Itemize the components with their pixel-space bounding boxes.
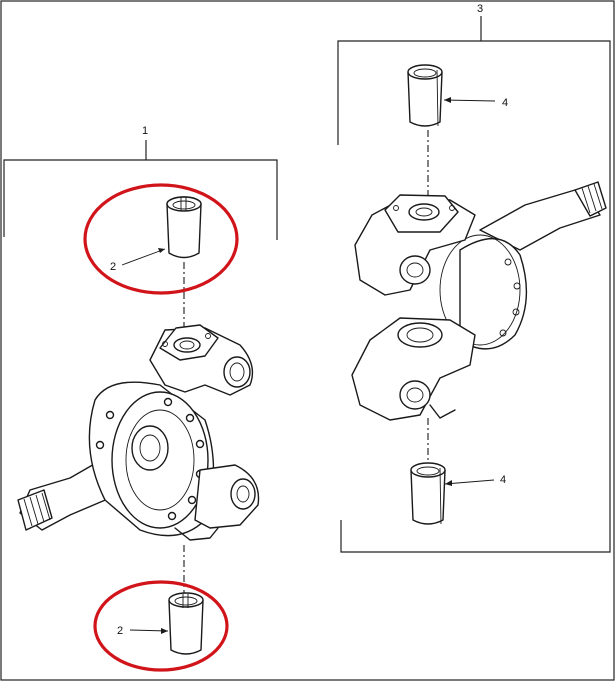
steering-knuckle-right: [351, 181, 607, 421]
callout-assembly-1: 1: [142, 125, 148, 137]
callout-bushing-4-top: 4: [502, 97, 508, 109]
highlight-circle-top: [83, 183, 239, 295]
highlight-circle-bottom: [93, 580, 229, 672]
leader-2-top: [121, 248, 166, 266]
bushing-4-top: [407, 64, 443, 127]
steering-knuckle-left: [17, 324, 260, 541]
arrowhead-2-top: [158, 248, 165, 253]
callout-assembly-3: 3: [477, 3, 483, 15]
assembly-3-bracket: [337, 16, 611, 553]
assembly-1-bracket: [3, 140, 278, 240]
arrowhead-4-top: [444, 97, 451, 103]
leader-4-top: [443, 99, 496, 102]
bushing-4-bottom: [410, 462, 446, 525]
callout-bushing-4-bottom: 4: [500, 474, 506, 486]
leader-4-bottom: [444, 479, 495, 485]
arrowhead-4-bottom: [445, 480, 452, 486]
bushing-2-bottom: [168, 592, 204, 655]
arrowhead-2-bottom: [161, 628, 168, 634]
callout-bushing-2-top: 2: [110, 261, 116, 273]
bushing-2-top: [166, 196, 202, 259]
callout-bushing-2-bottom: 2: [117, 625, 123, 637]
